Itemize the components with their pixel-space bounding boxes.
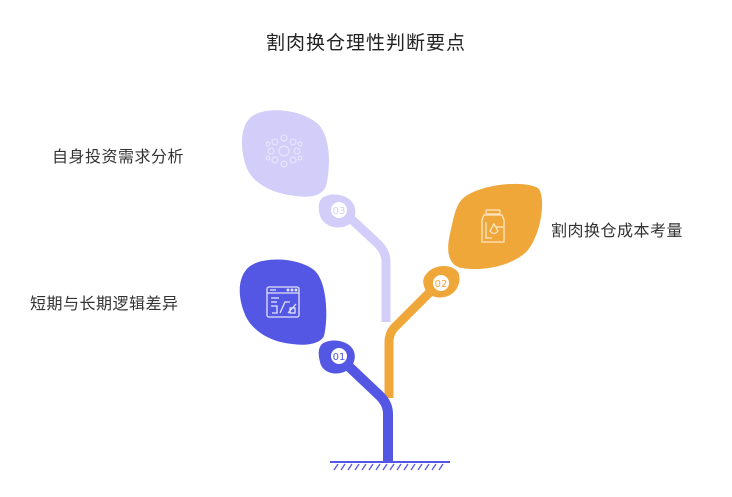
jar-drop-icon (481, 209, 505, 243)
label-branch-02: 割肉换仓成本考量 (551, 221, 684, 240)
diagram-title: 割肉换仓理性判断要点 (265, 32, 466, 54)
leaf-02-number: 02 (435, 279, 448, 290)
leaf-03[interactable]: 03 (241, 110, 356, 228)
browser-chart-icon (266, 286, 300, 318)
branch-03-stem (343, 211, 391, 322)
branch-02-stem (384, 286, 436, 398)
branch-01-stem (338, 356, 393, 462)
leaf-01[interactable]: 01 (239, 259, 355, 374)
leaf-02[interactable]: 02 (423, 183, 543, 298)
ground (330, 461, 450, 471)
network-circle-icon (265, 134, 303, 168)
leaf-03-number: 03 (333, 206, 346, 217)
label-branch-01: 短期与长期逻辑差异 (30, 294, 179, 313)
leaf-01-number: 01 (333, 352, 346, 363)
label-branch-03: 自身投资需求分析 (52, 147, 185, 166)
